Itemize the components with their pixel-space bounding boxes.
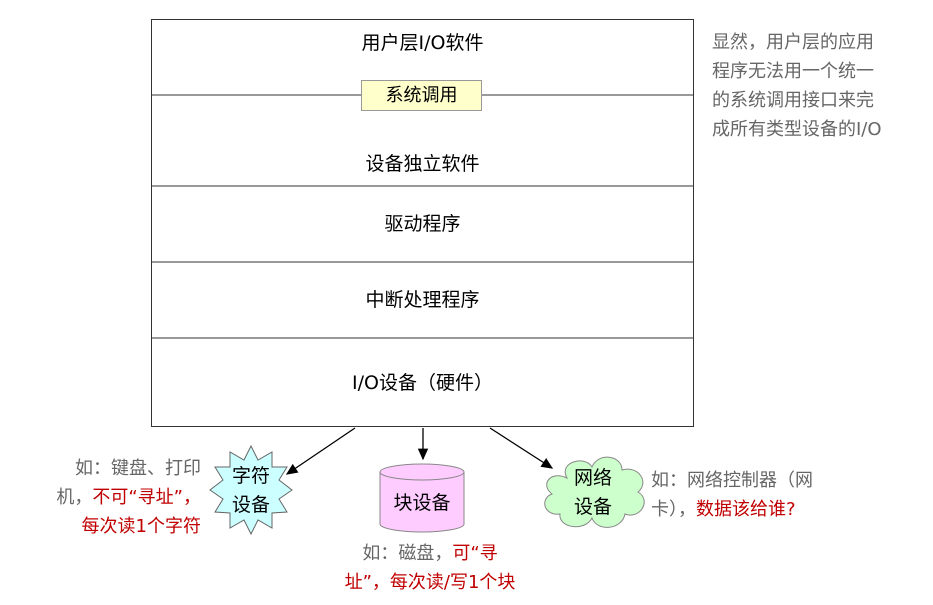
char-device-line-2: 设备: [231, 494, 270, 516]
arrow-to-char-device: [285, 427, 356, 475]
network-annotation-line-2-red: 数据该给谁?: [696, 499, 796, 520]
side-note-line-2: 程序无法用一个统一: [712, 61, 874, 82]
block-device-label: 块设备: [393, 492, 451, 514]
syscall-box: 系统调用: [361, 80, 482, 111]
block-device-cylinder-top: [379, 463, 465, 481]
network-device-annotation: 如：网络控制器（网 卡），数据该给谁?: [651, 466, 861, 524]
block-annotation-line-1: 如：磁盘，可“寻: [320, 539, 540, 568]
network-device-line-1: 网络: [573, 467, 612, 489]
block-device-cylinder: [379, 472, 465, 533]
network-annotation-line-2-grey: 卡），: [651, 499, 696, 520]
network-device-cloud: [544, 456, 645, 528]
io-layer-stack: [151, 19, 694, 427]
char-annotation-line-3: 每次读1个字符: [81, 516, 201, 537]
side-note-line-1: 显然，用户层的应用: [712, 32, 874, 53]
arrow-to-network-device: [489, 427, 554, 469]
network-annotation-line-2: 卡），数据该给谁?: [651, 495, 861, 524]
network-annotation-line-1: 如：网络控制器（网: [651, 470, 813, 491]
char-device-line-1: 字符: [231, 465, 270, 487]
char-annotation-line-2-grey: 机，: [56, 487, 93, 508]
char-device-label: 字符 设备: [222, 462, 280, 520]
block-annotation-line-1-red: 可“寻: [452, 543, 498, 564]
side-note-line-4: 成所有类型设备的I/O: [712, 119, 882, 140]
side-note-line-3: 的系统调用接口来完: [712, 90, 874, 111]
network-device-label: 网络 设备: [563, 464, 623, 522]
char-annotation-line-2: 机，不可“寻址”，: [26, 483, 201, 512]
char-device-starburst: [209, 444, 293, 536]
layer-user-io-label: 用户层I/O软件: [361, 32, 484, 54]
char-annotation-line-2-red: 不可“寻址”，: [92, 487, 201, 508]
layer-driver-label: 驱动程序: [384, 213, 461, 235]
block-annotation-line-2: 址”，每次读/写1个块: [344, 572, 516, 593]
block-annotation-line-1-grey: 如：磁盘，: [362, 543, 453, 564]
block-device-annotation: 如：磁盘，可“寻 址”，每次读/写1个块: [320, 539, 540, 597]
char-device-annotation: 如：键盘、打印 机，不可“寻址”， 每次读1个字符: [26, 454, 201, 541]
side-note: 显然，用户层的应用 程序无法用一个统一 的系统调用接口来完 成所有类型设备的I/…: [712, 28, 927, 144]
char-annotation-line-1: 如：键盘、打印: [75, 458, 201, 479]
layer-device-independent-label: 设备独立软件: [365, 153, 480, 175]
network-device-line-2: 设备: [573, 496, 612, 518]
layer-interrupt-label: 中断处理程序: [365, 289, 480, 311]
layer-hardware-label: I/O设备（硬件）: [352, 372, 493, 394]
